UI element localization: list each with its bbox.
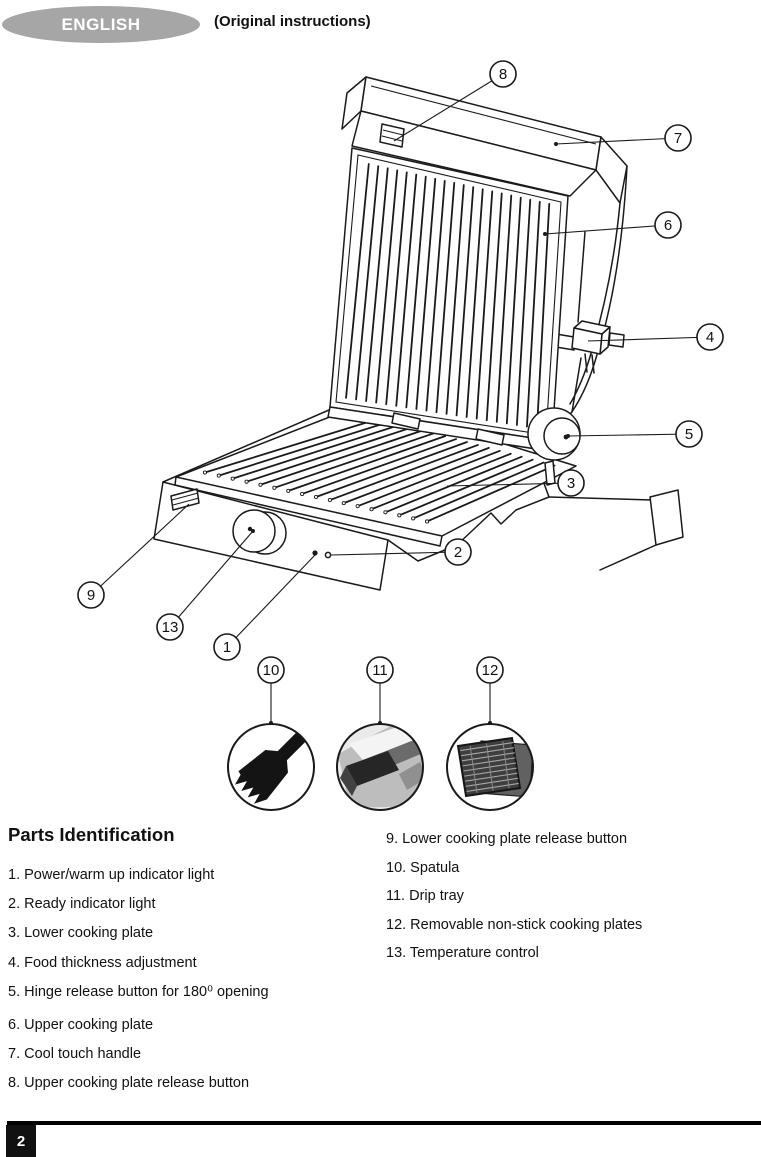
part-item-9: 9. Lower cooking plate release button xyxy=(386,831,628,847)
page-number-box: 2 xyxy=(6,1125,36,1157)
language-badge: ENGLISH xyxy=(2,6,200,43)
svg-text:3: 3 xyxy=(567,475,575,492)
parts-diagram: 1 2 3 4 5 6 7 8 9 13 10 xyxy=(77,60,724,811)
inset-removable-plates xyxy=(446,723,534,811)
rear-foot xyxy=(649,489,684,546)
original-instructions-note: (Original instructions) xyxy=(214,13,371,30)
callout-4: 4 xyxy=(587,323,724,351)
callout-12: 12 xyxy=(476,656,504,725)
part-item-5: 5. Hinge release button for 180⁰ opening xyxy=(8,983,269,1000)
part-item-10: 10. Spatula xyxy=(386,859,460,876)
callout-2: 2 xyxy=(330,538,472,566)
svg-text:7: 7 xyxy=(674,130,682,147)
svg-text:4: 4 xyxy=(706,329,714,346)
part-item-6: 6. Upper cooking plate xyxy=(8,1017,154,1034)
svg-text:10: 10 xyxy=(263,662,280,679)
power-indicator-light xyxy=(312,550,318,556)
ready-indicator-light xyxy=(324,551,332,559)
callout-11: 11 xyxy=(366,656,394,725)
parts-list-left: 1. Power/warm up indicator light 2. Read… xyxy=(8,861,269,1099)
drip-tray-shape xyxy=(346,751,399,786)
callout-6: 6 xyxy=(543,211,682,239)
svg-text:13: 13 xyxy=(162,619,179,636)
lower-plate-ribs xyxy=(202,417,556,524)
callout-8: 8 xyxy=(393,60,517,142)
part-item-12: 12. Removable non-stick cooking plates xyxy=(386,916,643,933)
part-item-8: 8. Upper cooking plate release button xyxy=(8,1075,250,1092)
inset-spatula xyxy=(227,723,315,811)
part-item-3: 3. Lower cooking plate xyxy=(8,925,154,942)
svg-text:8: 8 xyxy=(499,66,507,83)
callout-10: 10 xyxy=(257,656,285,725)
part-item-4: 4. Food thickness adjustment xyxy=(8,954,197,971)
parts-identification-title: Parts Identification xyxy=(8,824,175,845)
callout-7: 7 xyxy=(554,124,692,152)
food-thickness-adjustment xyxy=(555,320,625,374)
hinge-release-knob xyxy=(527,407,581,461)
upper-plate-release-button xyxy=(379,123,405,148)
footer-rule xyxy=(7,1121,761,1125)
callout-13: 13 xyxy=(156,529,255,641)
part-item-11: 11. Drip tray xyxy=(386,888,464,905)
parts-list-right: 9. Lower cooking plate release button 10… xyxy=(386,825,642,968)
page-number: 2 xyxy=(16,1132,26,1150)
inset-drip-tray xyxy=(336,723,424,811)
upper-plate-ribs xyxy=(345,163,551,430)
svg-text:11: 11 xyxy=(372,662,388,679)
svg-text:2: 2 xyxy=(454,544,462,561)
svg-text:1: 1 xyxy=(223,639,231,656)
callout-3: 3 xyxy=(446,469,585,497)
svg-text:12: 12 xyxy=(482,662,499,679)
part-item-1: 1. Power/warm up indicator light xyxy=(8,867,215,883)
spatula-silhouette xyxy=(234,724,314,804)
svg-text:6: 6 xyxy=(664,217,672,234)
callout-1: 1 xyxy=(213,554,316,661)
callout-5: 5 xyxy=(566,420,703,448)
part-item-2: 2. Ready indicator light xyxy=(8,896,156,913)
language-badge-label: ENGLISH xyxy=(61,14,141,34)
callout-9: 9 xyxy=(77,503,190,609)
part-item-7: 7. Cool touch handle xyxy=(8,1046,142,1063)
svg-text:9: 9 xyxy=(87,587,95,604)
svg-text:5: 5 xyxy=(685,426,693,443)
part-item-13: 13. Temperature control xyxy=(386,945,539,962)
